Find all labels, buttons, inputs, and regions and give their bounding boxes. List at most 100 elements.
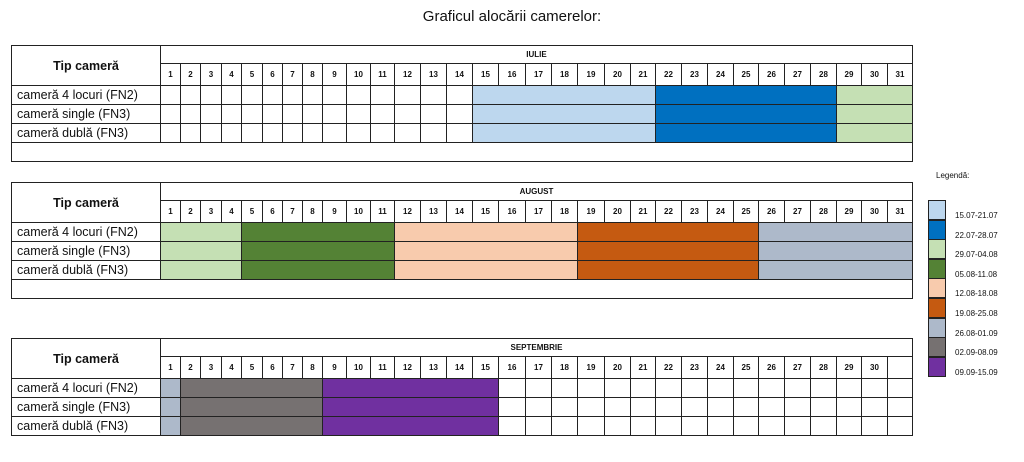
header-tip-camera: Tip cameră xyxy=(11,182,161,223)
day-header: 13 xyxy=(420,200,447,223)
day-cell xyxy=(160,85,181,105)
day-cell xyxy=(733,397,759,417)
day-cell xyxy=(200,85,222,105)
page-title: Graficul alocării camerelor: xyxy=(422,8,602,25)
day-cell xyxy=(810,378,837,398)
allocation-span xyxy=(577,260,759,280)
day-cell xyxy=(577,397,605,417)
day-cell xyxy=(262,104,283,124)
day-header: 21 xyxy=(630,200,656,223)
day-cell xyxy=(577,378,605,398)
allocation-span xyxy=(394,241,578,261)
day-cell xyxy=(551,397,578,417)
day-header: 29 xyxy=(836,356,862,379)
day-header: 27 xyxy=(784,200,811,223)
day-header: 8 xyxy=(302,63,323,86)
day-header: 17 xyxy=(525,63,552,86)
allocation-span xyxy=(322,378,499,398)
day-header: 15 xyxy=(472,356,499,379)
day-cell xyxy=(551,378,578,398)
day-header: 4 xyxy=(221,356,242,379)
allocation-span xyxy=(577,222,759,242)
day-header: 16 xyxy=(498,356,526,379)
day-header: 12 xyxy=(394,63,421,86)
allocation-span xyxy=(758,241,913,261)
legend-swatch xyxy=(928,258,946,279)
room-label: cameră dublă (FN3) xyxy=(11,260,161,280)
day-cell xyxy=(551,416,578,436)
day-header: 26 xyxy=(758,63,785,86)
day-cell xyxy=(370,85,395,105)
day-header: 20 xyxy=(604,356,631,379)
day-cell xyxy=(221,85,242,105)
legend-swatch xyxy=(928,337,946,358)
day-cell xyxy=(784,378,811,398)
day-header: 11 xyxy=(370,200,395,223)
day-cell xyxy=(810,397,837,417)
day-header: 22 xyxy=(655,356,682,379)
day-cell xyxy=(887,397,913,417)
day-cell xyxy=(394,85,421,105)
day-header: 19 xyxy=(577,200,605,223)
allocation-span xyxy=(160,222,242,242)
day-header: 14 xyxy=(446,356,473,379)
day-header: 1 xyxy=(160,63,181,86)
day-cell xyxy=(241,123,263,143)
allocation-span xyxy=(322,416,499,436)
allocation-span xyxy=(322,397,499,417)
day-header: 15 xyxy=(472,63,499,86)
legend-swatch xyxy=(928,356,946,377)
day-cell xyxy=(630,378,656,398)
day-cell xyxy=(160,123,181,143)
month-name: AUGUST xyxy=(160,182,913,201)
day-header: 25 xyxy=(733,356,759,379)
allocation-span xyxy=(241,222,395,242)
legend-label: 02.09-08.09 xyxy=(955,348,998,358)
day-header: 17 xyxy=(525,200,552,223)
room-label: cameră 4 locuri (FN2) xyxy=(11,85,161,105)
day-cell xyxy=(498,378,526,398)
allocation-span xyxy=(180,397,323,417)
day-cell xyxy=(180,104,201,124)
day-header: 30 xyxy=(861,63,888,86)
day-header: 7 xyxy=(282,63,303,86)
day-header: 13 xyxy=(420,63,447,86)
day-cell xyxy=(758,378,785,398)
month-name: SEPTEMBRIE xyxy=(160,338,913,357)
day-header: 10 xyxy=(346,63,371,86)
day-header: 9 xyxy=(322,356,347,379)
day-cell xyxy=(446,123,473,143)
day-header: 20 xyxy=(604,200,631,223)
day-cell xyxy=(180,123,201,143)
legend-swatch xyxy=(928,239,946,260)
day-header: 29 xyxy=(836,63,862,86)
allocation-span xyxy=(836,123,913,143)
day-cell xyxy=(604,378,631,398)
day-header: 9 xyxy=(322,63,347,86)
day-header: 6 xyxy=(262,63,283,86)
day-header: 16 xyxy=(498,63,526,86)
legend-label: 19.08-25.08 xyxy=(955,309,998,318)
day-header: 10 xyxy=(346,356,371,379)
day-cell xyxy=(302,123,323,143)
day-cell xyxy=(498,416,526,436)
room-label: cameră dublă (FN3) xyxy=(11,416,161,436)
day-cell xyxy=(394,123,421,143)
day-cell xyxy=(346,104,371,124)
empty-row xyxy=(11,279,913,299)
legend-label: 15.07-21.07 xyxy=(955,211,998,220)
day-header: 25 xyxy=(733,63,759,86)
day-header: 15 xyxy=(472,200,499,223)
allocation-span xyxy=(241,241,395,261)
allocation-span xyxy=(180,416,323,436)
allocation-span xyxy=(472,123,656,143)
day-cell xyxy=(681,416,708,436)
day-header: 24 xyxy=(707,200,734,223)
day-cell xyxy=(446,104,473,124)
day-cell xyxy=(241,85,263,105)
day-header: 18 xyxy=(551,63,578,86)
day-cell xyxy=(446,85,473,105)
day-header: 13 xyxy=(420,356,447,379)
allocation-span xyxy=(160,397,181,417)
legend-title: Legendă: xyxy=(936,171,970,180)
